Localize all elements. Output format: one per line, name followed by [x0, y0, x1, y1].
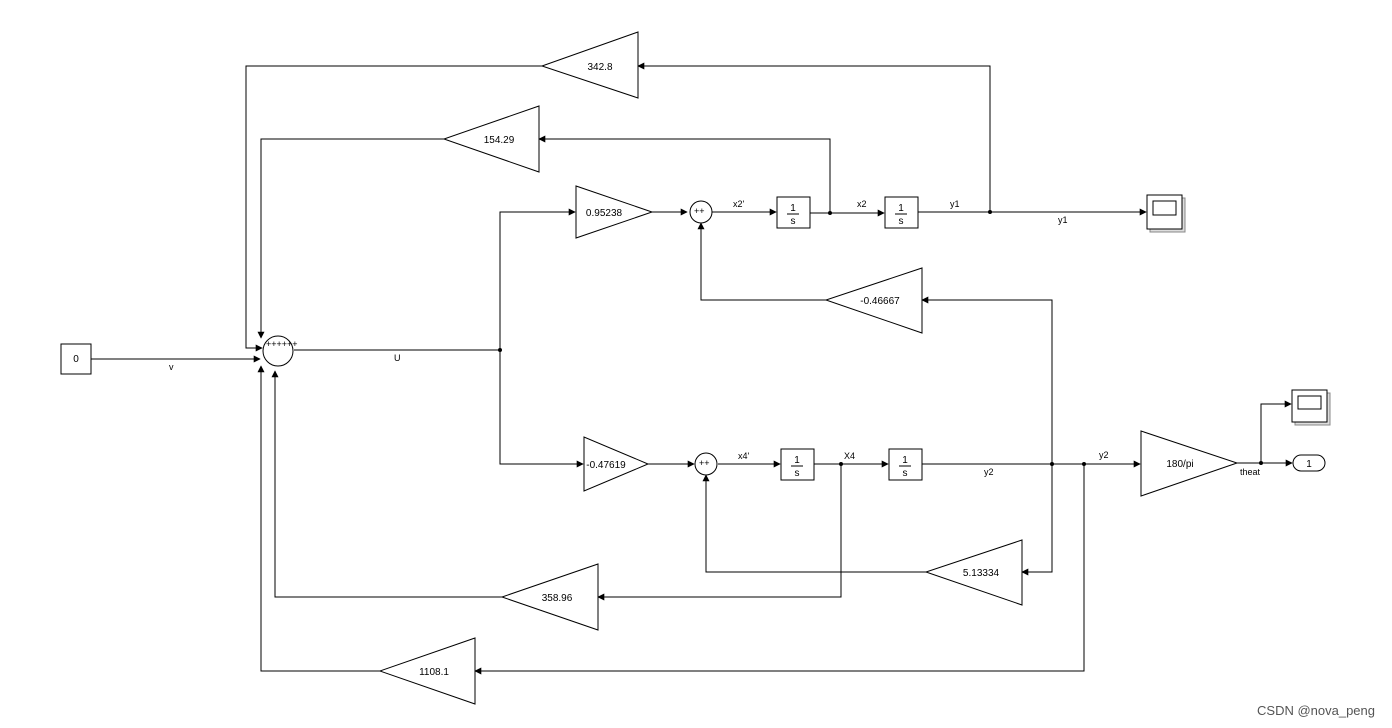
svg-text:1: 1 [794, 455, 800, 466]
signal-lines [91, 62, 1293, 675]
signal-label-y1-top: y1 [950, 199, 960, 209]
signal-label-y2-upper: y2 [1099, 450, 1109, 460]
svg-text:0.95238: 0.95238 [586, 208, 623, 219]
scope-block-theat[interactable] [1291, 389, 1331, 426]
svg-text:s: s [795, 468, 800, 479]
constant-block[interactable]: 0 [60, 343, 92, 375]
signal-label-x2-prime: x2' [733, 199, 745, 209]
svg-text:358.96: 358.96 [542, 593, 573, 604]
svg-text:180/pi: 180/pi [1166, 459, 1193, 470]
signal-label-v: v [169, 362, 174, 372]
svg-text:154.29: 154.29 [484, 135, 515, 146]
gain-block-154-29[interactable]: 154.29 [442, 105, 540, 173]
watermark-text: CSDN @nova_peng [1257, 703, 1375, 718]
svg-text:s: s [791, 216, 796, 227]
svg-text:++: ++ [699, 458, 710, 468]
integrator-block-4[interactable]: 1 s [888, 448, 923, 481]
integrator-block-1[interactable]: 1 s [776, 196, 811, 229]
gain-block-342-8[interactable]: 342.8 [540, 31, 639, 99]
signal-label-y2-lower: y2 [984, 467, 994, 477]
svg-text:342.8: 342.8 [587, 62, 612, 73]
svg-text:1: 1 [902, 455, 908, 466]
svg-text:s: s [903, 468, 908, 479]
svg-text:5.13334: 5.13334 [963, 568, 1000, 579]
svg-text:++: ++ [694, 206, 705, 216]
svg-text:1: 1 [1306, 459, 1312, 470]
sum-block-main[interactable]: ++++++ [262, 335, 298, 367]
gain-block-358-96[interactable]: 358.96 [500, 563, 599, 631]
gain-block-neg-0-47619[interactable]: -0.47619 [583, 436, 650, 492]
gain-block-180-pi[interactable]: 180/pi [1140, 430, 1239, 497]
svg-text:0: 0 [73, 354, 79, 365]
signal-label-u: U [394, 353, 401, 363]
signal-label-x4-prime: x4' [738, 451, 750, 461]
outport-block-1[interactable]: 1 [1292, 454, 1326, 472]
svg-text:1108.1: 1108.1 [419, 667, 449, 678]
gain-block-0-95238[interactable]: 0.95238 [575, 185, 654, 239]
svg-text:-0.47619: -0.47619 [586, 460, 626, 471]
signal-label-theat: theat [1240, 467, 1261, 477]
sum-block-top[interactable]: ++ [689, 200, 713, 224]
svg-text:-0.46667: -0.46667 [860, 296, 900, 307]
svg-text:1: 1 [898, 203, 904, 214]
integrator-block-2[interactable]: 1 s [884, 196, 919, 229]
sum-block-bottom[interactable]: ++ [694, 452, 718, 476]
gain-block-1108-1[interactable]: 1108.1 [378, 637, 476, 705]
gain-block-5-13334[interactable]: 5.13334 [924, 539, 1023, 606]
integrator-block-3[interactable]: 1 s [780, 448, 815, 481]
gain-block-neg-0-46667[interactable]: -0.46667 [824, 267, 923, 334]
scope-block-y1[interactable] [1146, 194, 1186, 233]
signal-label-x4: X4 [844, 451, 855, 461]
svg-text:1: 1 [790, 203, 796, 214]
signal-label-x2: x2 [857, 199, 867, 209]
svg-text:++++++: ++++++ [266, 339, 298, 349]
signal-labels: v U x2' x2 y1 y1 x4' X4 y2 y2 theat [169, 199, 1261, 477]
svg-text:s: s [899, 216, 904, 227]
signal-label-y1-bottom: y1 [1058, 215, 1068, 225]
